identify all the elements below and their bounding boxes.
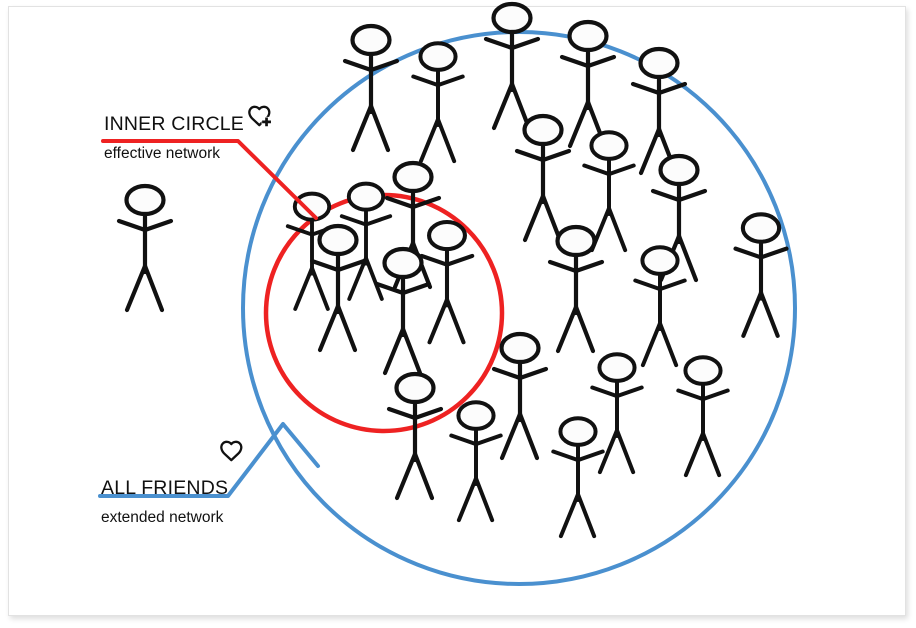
stick-figure xyxy=(562,22,614,146)
all-friends-title: ALL FRIENDS xyxy=(101,477,229,499)
inner-circle-title: INNER CIRCLE xyxy=(104,113,245,135)
leader-lines xyxy=(98,139,320,498)
stick-figure xyxy=(449,400,503,523)
inner-circle-subtitle: effective network xyxy=(104,145,221,162)
people-group xyxy=(119,4,787,539)
stick-figure xyxy=(633,245,687,368)
heart-plus-icon xyxy=(248,105,272,127)
inner-circle-people xyxy=(285,163,472,373)
stick-figure xyxy=(119,186,171,310)
outside-people xyxy=(119,186,171,310)
stick-figure xyxy=(377,249,429,373)
stick-figure xyxy=(676,355,730,478)
stick-figure xyxy=(550,227,602,351)
stick-figure xyxy=(486,4,538,128)
stick-figure xyxy=(494,334,546,458)
all-friends-subtitle: extended network xyxy=(101,509,224,526)
inner-circle-leader-line xyxy=(101,139,318,220)
stick-figure xyxy=(736,214,787,336)
stick-figure xyxy=(389,374,441,498)
canvas-frame xyxy=(8,6,906,616)
stick-figure xyxy=(517,116,569,240)
stick-figure xyxy=(551,416,605,539)
heart-icon xyxy=(220,440,243,462)
stick-figure xyxy=(411,41,465,164)
all-friends-leader-line xyxy=(98,422,320,498)
